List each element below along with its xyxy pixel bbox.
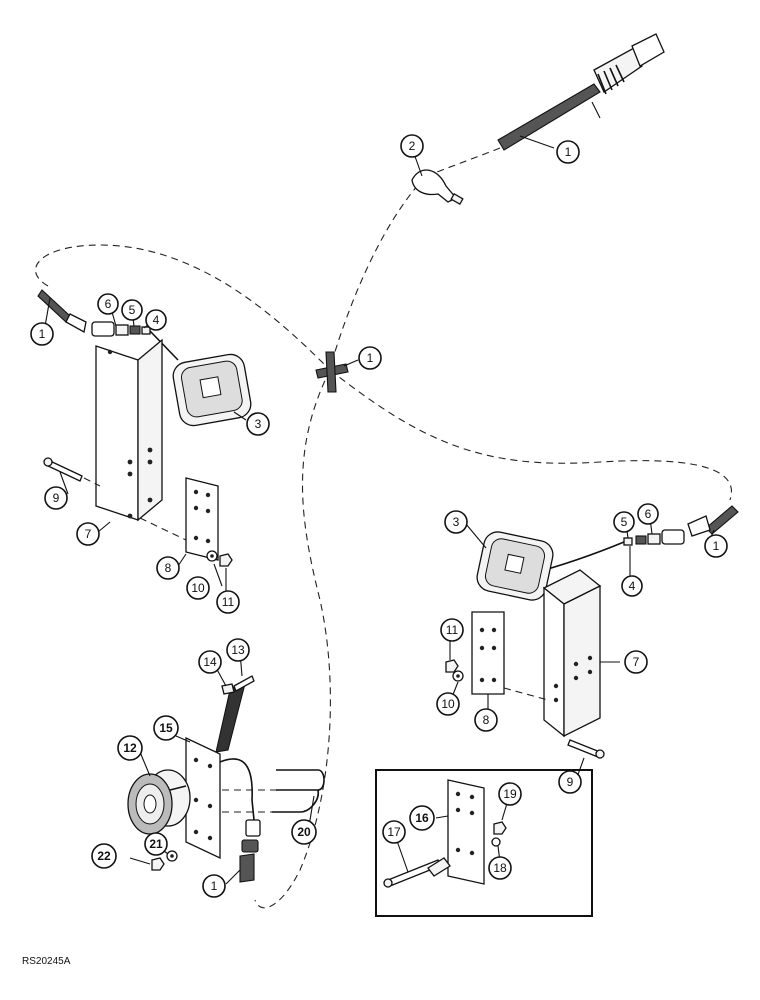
svg-text:8: 8 [483,713,490,727]
svg-text:6: 6 [645,507,652,521]
svg-text:9: 9 [53,491,60,505]
drawing-code: RS20245A [22,956,71,967]
callout-10-right: 10 [436,692,460,716]
callout-1-center: 1 [358,346,382,370]
lower-lamp-assembly [127,675,325,883]
svg-text:3: 3 [255,417,262,431]
callout-9-right: 9 [558,770,582,794]
svg-text:7: 7 [85,527,92,541]
svg-text:1: 1 [367,351,374,365]
svg-text:3: 3 [453,515,460,529]
callout-13: 13 [226,638,250,662]
svg-text:1: 1 [565,145,572,159]
callout-7-right: 7 [624,650,648,674]
callout-17: 17 [382,820,406,844]
callout-20: 20 [291,819,317,845]
harness-clip [411,169,464,205]
callout-9-left: 9 [44,486,68,510]
callout-3-right: 3 [444,510,468,534]
svg-text:17: 17 [387,825,401,839]
svg-text:5: 5 [621,515,628,529]
callout-14: 14 [198,650,222,674]
callout-19: 19 [498,782,522,806]
callout-21: 21 [144,832,168,856]
callout-5-left: 5 [121,299,143,321]
callout-8-left: 8 [156,556,180,580]
svg-text:8: 8 [165,561,172,575]
callout-11-right: 11 [440,618,464,642]
svg-text:4: 4 [629,579,636,593]
callout-1-right: 1 [704,534,728,558]
svg-text:4: 4 [153,313,160,327]
right-lamp-assembly [445,505,739,759]
svg-text:6: 6 [105,297,112,311]
svg-text:19: 19 [503,787,517,801]
svg-text:1: 1 [39,327,46,341]
harness-wire-routing [35,147,732,909]
svg-text:13: 13 [231,643,245,657]
svg-text:9: 9 [567,775,574,789]
svg-text:16: 16 [415,811,429,825]
callout-11-left: 11 [216,590,240,614]
callout-4-right: 4 [621,575,643,597]
svg-text:20: 20 [297,825,311,839]
callout-6-right: 6 [637,503,659,525]
svg-text:10: 10 [441,697,455,711]
svg-text:12: 12 [123,741,137,755]
harness-junction [315,351,349,393]
harness-main-connector [497,33,665,151]
callout-1-bottom: 1 [202,874,226,898]
callout-18: 18 [488,856,512,880]
svg-text:1: 1 [713,539,720,553]
svg-text:15: 15 [159,721,173,735]
inset-detail [375,769,593,917]
callout-6-left: 6 [97,293,119,315]
callout-16: 16 [409,805,435,831]
svg-text:7: 7 [633,655,640,669]
callout-1-top: 1 [556,140,580,164]
svg-text:10: 10 [191,581,205,595]
callout-3-left: 3 [246,412,270,436]
callout-15: 15 [153,715,179,741]
svg-text:18: 18 [493,861,507,875]
svg-text:5: 5 [129,303,136,317]
callout-12: 12 [117,735,143,761]
callout-7-left: 7 [76,522,100,546]
callout-4-left: 4 [145,309,167,331]
callout-10-left: 10 [186,576,210,600]
left-lamp-assembly [37,289,252,567]
svg-text:11: 11 [222,595,235,609]
callout-1-left: 1 [30,322,54,346]
callout-8-right: 8 [474,708,498,732]
svg-text:1: 1 [211,879,218,893]
svg-text:2: 2 [409,139,416,153]
callout-2: 2 [400,134,424,158]
callout-5-right: 5 [613,511,635,533]
svg-text:21: 21 [149,837,163,851]
svg-text:14: 14 [203,655,217,669]
svg-text:11: 11 [446,623,459,637]
callout-22: 22 [91,843,117,869]
svg-text:22: 22 [97,849,111,863]
